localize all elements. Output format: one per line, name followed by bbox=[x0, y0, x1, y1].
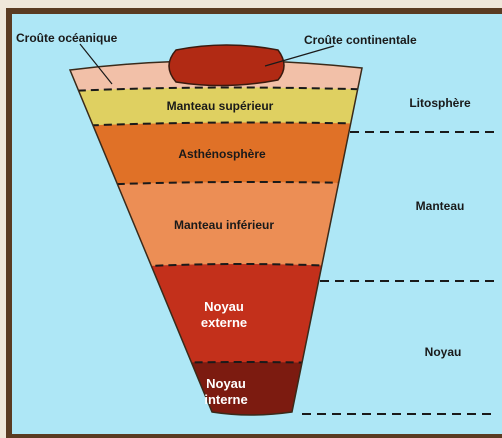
mantle-zone-label: Manteau bbox=[416, 199, 465, 213]
lower-mantle-label: Manteau inférieur bbox=[174, 218, 274, 232]
core-zone-label: Noyau bbox=[425, 345, 462, 359]
outer-core-label-line2: externe bbox=[201, 315, 247, 330]
oceanic-crust-label: Croûte océanique bbox=[16, 31, 118, 45]
outer-core-label-line1: Noyau bbox=[204, 299, 244, 314]
upper-mantle-label: Manteau supérieur bbox=[167, 99, 274, 113]
continental-crust-label: Croûte continentale bbox=[304, 33, 417, 47]
lithosphere-zone-label: Litosphère bbox=[409, 96, 471, 110]
inner-core-label-line2: interne bbox=[204, 392, 247, 407]
asthenosphere-label: Asthénosphère bbox=[178, 147, 266, 161]
inner-core-label-line1: Noyau bbox=[206, 376, 246, 391]
